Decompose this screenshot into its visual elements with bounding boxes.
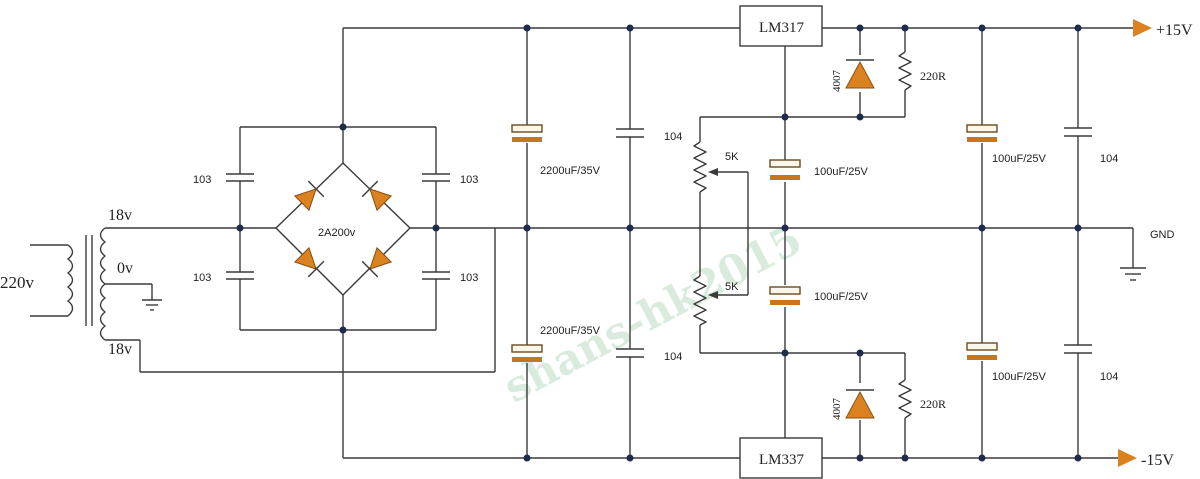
secondary-top-label: 18v [108,207,132,224]
lm337-regulator [739,437,823,479]
transformer [30,227,107,341]
ground-icon-output [1120,267,1146,281]
output-ecap-top [966,124,998,142]
primary-coil [66,244,74,317]
ground-icon-center-tap [142,299,162,311]
adjust-ecap-bottom [769,286,801,305]
negative-output-arrow-icon [1118,449,1137,467]
pot-top-label: 5K [725,151,739,163]
filter-cap-top-label: 104 [664,131,682,143]
bridge-cap-top-right [422,163,450,192]
output-cap-bottom [1064,344,1092,354]
filter-ecap-top-label: 2200uF/35V [540,165,601,177]
protection-resistor-bottom-label: 220R [920,397,946,411]
positive-output-arrow-icon [1133,19,1152,37]
secondary-coil-bottom [99,283,107,341]
bridge-diode-icon-lower-right [361,246,393,278]
bridge-cap-top-right-label: 103 [460,174,478,186]
junction-dots [236,24,1082,462]
bridge-diode-icon-upper-left [293,180,325,212]
filter-cap-bottom-label: 104 [664,351,682,363]
bridge-cap-top-left-label: 103 [193,174,211,186]
lm317-regulator [739,5,823,47]
output-ecap-top-label: 100uF/25V [992,153,1046,165]
filter-ecap-bottom [511,344,543,362]
filter-cap-bottom [616,348,644,358]
bridge-diode-icon-upper-right [361,180,393,212]
bridge-label: 2A200v [318,227,356,239]
positive-output-label: +15V [1156,22,1193,39]
bridge-diode-icon-lower-left [293,246,325,278]
adjust-ecap-top-label: 100uF/25V [814,166,868,178]
secondary-bottom-label: 18v [108,341,132,358]
filter-ecap-bottom-label: 2200uF/35V [540,325,601,337]
protection-diode-icon-top [845,59,875,89]
filter-ecap-top [511,124,543,142]
filter-cap-top [616,128,644,138]
bridge-cap-top-left [226,163,254,192]
output-ecap-bottom [966,342,998,360]
protection-diode-top-label: 4007 [831,70,843,93]
output-cap-top-label: 104 [1100,153,1118,165]
bridge-cap-bottom-left-label: 103 [193,272,211,284]
protection-resistor-bottom [898,379,912,419]
gnd-label: GND [1150,229,1175,241]
center-tap-label: 0v [117,260,133,277]
output-ecap-bottom-label: 100uF/25V [992,371,1046,383]
secondary-coil-top [99,227,107,285]
protection-resistor-top-label: 220R [920,69,946,83]
negative-output-label: -15V [1141,452,1174,469]
bridge-cap-bottom-left [226,262,254,290]
primary-voltage-label: 220v [0,273,35,292]
protection-resistor-top [898,51,912,91]
pot-bottom-label: 5K [725,281,739,293]
adjust-ecap-bottom-label: 100uF/25V [814,291,868,303]
protection-diode-bottom-label: 4007 [831,398,843,421]
lm317-label: LM317 [759,20,805,36]
output-cap-bottom-label: 104 [1100,371,1118,383]
bridge-cap-bottom-right-label: 103 [460,272,478,284]
bridge-rectifier [240,127,436,330]
watermark-text: shans-hk2015 [496,214,810,412]
protection-diode-icon-bottom [845,389,875,419]
pot-top [693,141,707,193]
output-cap-top [1064,127,1092,137]
lm337-label: LM337 [759,452,805,468]
adjust-ecap-top [769,159,801,180]
pot-bottom [693,275,707,326]
bridge-cap-bottom-right [422,262,450,290]
